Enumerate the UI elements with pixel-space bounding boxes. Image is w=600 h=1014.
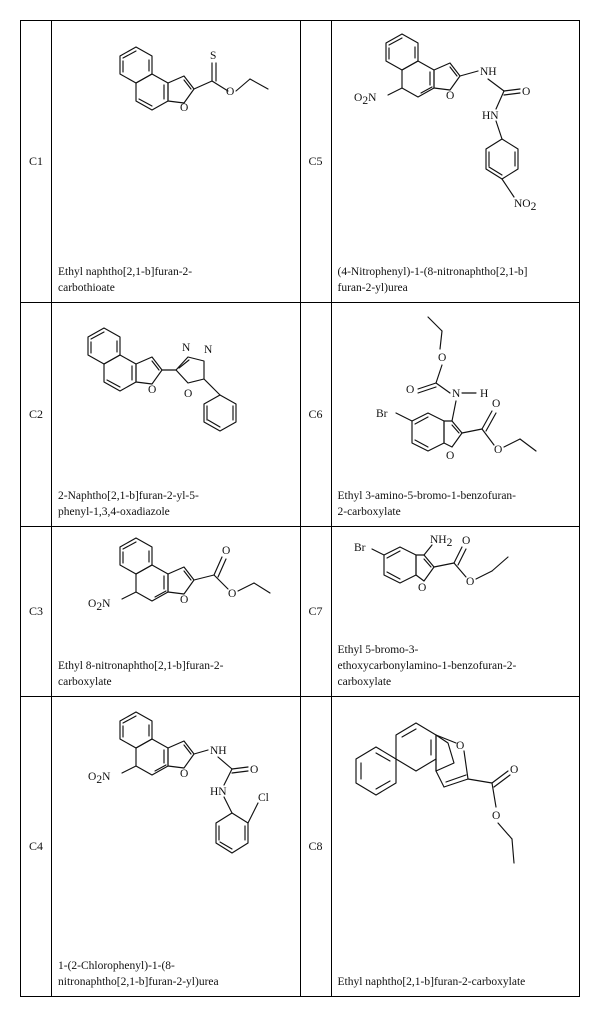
compound-id-cell: C2 <box>20 302 52 527</box>
compound-table: C1 S <box>20 20 580 997</box>
structure-c4: O O2N NH O HN Cl <box>88 711 269 854</box>
atom-br: Br <box>354 542 366 554</box>
atom-n: N <box>182 342 191 354</box>
compound-id: C6 <box>308 407 323 421</box>
atom-cl: Cl <box>258 792 269 804</box>
atom-o: O <box>226 86 234 98</box>
atom-o: O <box>438 352 446 364</box>
compound-id: C7 <box>308 604 323 618</box>
structure-c3: O O2N O O <box>88 537 271 613</box>
atom-o-ring: O <box>180 594 188 606</box>
atom-o: O <box>522 86 530 98</box>
atom-o: O <box>228 588 236 600</box>
atom-nh: NH <box>480 66 497 78</box>
structure-c8: O O O <box>354 722 518 864</box>
structure-cell-c7: O Br NH2 O O Ethyl 5-bromo-3- ethoxycarb… <box>330 526 580 697</box>
atom-h: H <box>480 388 488 400</box>
atom-o: O <box>250 764 258 776</box>
structure-cell-c8: O O O Ethyl naphtho[2,1-b]furan-2-carbox… <box>330 696 580 997</box>
atom-o: O <box>492 810 500 822</box>
compound-name: Ethyl 3-amino-5-bromo-1-benzofuran- 2-ca… <box>337 490 517 518</box>
table-row: C2 O N N O <box>20 302 580 527</box>
atom-o: O <box>462 535 470 547</box>
structure-c7: O Br NH2 O O <box>354 534 509 594</box>
atom-o: O <box>510 764 518 776</box>
nitro-o: O2N <box>88 598 111 613</box>
compound-id-cell: C7 <box>299 526 332 697</box>
atom-br: Br <box>376 408 388 420</box>
compound-name: (4-Nitrophenyl)-1-(8-nitronaphtho[2,1-b]… <box>337 266 528 294</box>
compound-id: C8 <box>308 839 323 853</box>
nitro-o: O2N <box>88 771 111 786</box>
atom-n: N <box>204 344 213 356</box>
compound-id-cell: C8 <box>299 696 332 997</box>
compound-id-cell: C3 <box>20 526 52 697</box>
atom-o-ring: O <box>180 102 188 114</box>
structure-cell-c5: O2N O NH O HN NO2 (4- <box>330 20 580 303</box>
compound-name: 2-Naphtho[2,1-b]furan-2-yl-5- phenyl-1,3… <box>58 490 199 518</box>
atom-o-ring: O <box>446 450 454 462</box>
atom-o: O <box>406 384 414 396</box>
compound-id: C3 <box>28 604 43 618</box>
nitro-right: NO2 <box>514 198 537 213</box>
nitro-o: O2N <box>354 92 377 107</box>
compound-id-cell: C1 <box>20 20 52 303</box>
compound-id-cell: C4 <box>20 696 52 997</box>
compound-name: Ethyl 8-nitronaphtho[2,1-b]furan-2- carb… <box>58 660 224 688</box>
compound-id-cell: C6 <box>299 302 332 527</box>
compound-id: C2 <box>28 407 43 421</box>
compound-name: Ethyl naphtho[2,1-b]furan-2- carbothioat… <box>58 266 193 294</box>
table-row: C1 S <box>20 20 580 303</box>
atom-o: O <box>466 576 474 588</box>
table-row: C4 O O2N NH O <box>20 696 580 997</box>
atom-o-ring: O <box>148 384 156 396</box>
compound-name: Ethyl 5-bromo-3- ethoxycarbonylamino-1-b… <box>337 644 517 688</box>
atom-o-ring: O <box>418 582 426 594</box>
atom-o: O <box>222 545 230 557</box>
atom-o: O <box>494 444 502 456</box>
atom-nh2: NH2 <box>430 534 453 549</box>
atom-o: O <box>184 388 192 400</box>
structure-cell-c4: O O2N NH O HN Cl 1-(2-Chloroph <box>51 696 301 997</box>
structure-c6: O O N H O Br <box>376 316 537 462</box>
atom-hn: HN <box>482 110 499 122</box>
structure-cell-c2: O N N O 2-Naphtho[2,1-b]furan-2-yl-5- ph… <box>51 302 301 527</box>
compound-name: 1-(2-Chlorophenyl)-1-(8- nitronaphtho[2,… <box>58 960 219 988</box>
atom-s: S <box>210 50 216 62</box>
compound-id-cell: C5 <box>299 20 332 303</box>
atom-nh: NH <box>210 745 227 757</box>
atom-o-ring: O <box>180 768 188 780</box>
structure-c2: O N N O <box>87 327 237 432</box>
atom-o-ring: O <box>446 90 454 102</box>
structure-c1: S O O <box>119 46 269 114</box>
structure-cell-c3: O O2N O O Ethyl 8-nitronaphtho[2,1-b]fur… <box>51 526 301 697</box>
compound-id: C4 <box>28 839 43 853</box>
atom-n: N <box>452 388 461 400</box>
atom-o-ring: O <box>456 740 464 752</box>
atom-hn: HN <box>210 786 227 798</box>
table-row: C3 O O2N O O <box>20 526 580 697</box>
compound-name: Ethyl naphtho[2,1-b]furan-2-carboxylate <box>337 976 526 988</box>
atom-o: O <box>492 398 500 410</box>
structure-c5: O2N O NH O HN NO2 <box>354 33 537 213</box>
compound-id: C5 <box>308 154 323 168</box>
structure-cell-c1: S O O Ethyl naphtho[2,1-b]furan-2- carbo… <box>51 20 301 303</box>
structure-cell-c6: O O N H O Br <box>330 302 580 527</box>
compound-id: C1 <box>28 154 43 168</box>
